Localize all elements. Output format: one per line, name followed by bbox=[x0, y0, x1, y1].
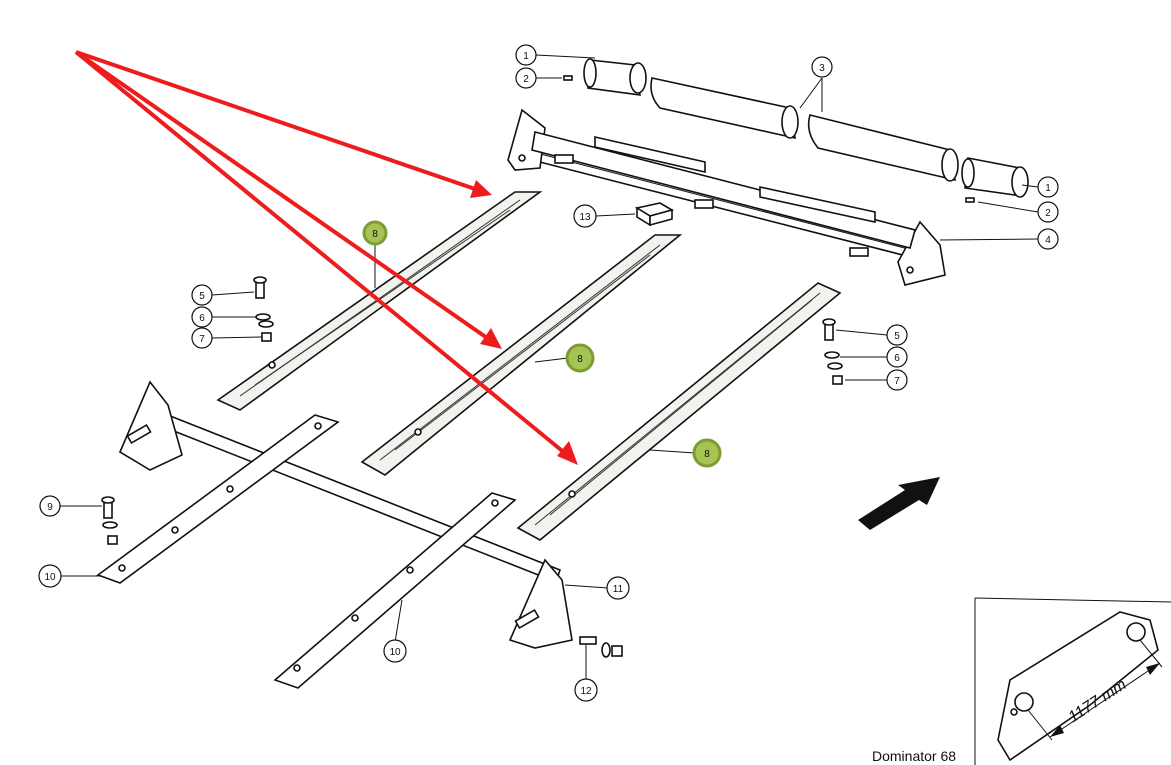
callout-2-right: 2 bbox=[1037, 201, 1059, 223]
red-arrow-1 bbox=[75, 50, 479, 192]
pin-right bbox=[965, 197, 975, 203]
pin-left bbox=[563, 75, 573, 81]
callout-7-right: 7 bbox=[886, 369, 908, 391]
callout-5-right: 5 bbox=[886, 324, 908, 346]
direction-arrow bbox=[858, 477, 940, 530]
callout-label: 3 bbox=[819, 63, 825, 74]
callout-6-right: 6 bbox=[886, 346, 908, 368]
bolt-set-bottom bbox=[579, 636, 623, 658]
callout-1-right: 1 bbox=[1037, 176, 1059, 198]
arrowhead-1 bbox=[470, 180, 492, 198]
half-shell-right bbox=[807, 114, 959, 182]
inset-hole-right bbox=[1126, 622, 1146, 642]
callout-label: 10 bbox=[44, 572, 56, 583]
half-shell-left bbox=[650, 77, 799, 140]
highlighted-callout-8-bottom: 8 bbox=[692, 438, 722, 468]
red-annotation-arrows bbox=[74, 50, 578, 465]
callout-label: 6 bbox=[199, 313, 205, 324]
callout-label: 8 bbox=[372, 229, 378, 240]
callout-label: 5 bbox=[199, 291, 205, 302]
callout-label: 9 bbox=[47, 502, 53, 513]
wood-slat-3 bbox=[516, 282, 842, 541]
bolt-set-right bbox=[822, 318, 843, 385]
red-arrow-2 bbox=[74, 50, 492, 342]
callout-label: 5 bbox=[894, 331, 900, 342]
red-arrow-3 bbox=[74, 50, 568, 456]
tube-frame-assembly bbox=[507, 108, 946, 286]
leader-lines bbox=[60, 54, 1039, 680]
callout-9: 9 bbox=[39, 495, 61, 517]
callout-label: 4 bbox=[1045, 235, 1051, 246]
callout-7-left: 7 bbox=[191, 327, 213, 349]
callout-11: 11 bbox=[606, 576, 630, 600]
callout-label: 10 bbox=[389, 647, 401, 658]
highlighted-callout-8-top: 8 bbox=[362, 220, 388, 246]
callout-5-left: 5 bbox=[191, 284, 213, 306]
callout-label: 8 bbox=[577, 354, 583, 365]
block-13 bbox=[634, 202, 675, 227]
bolt-set-lower-left bbox=[101, 496, 118, 545]
callout-label: 7 bbox=[894, 376, 900, 387]
callout-label: 1 bbox=[523, 51, 529, 62]
callout-label: 7 bbox=[199, 334, 205, 345]
callout-label: 2 bbox=[523, 74, 529, 85]
callout-label: 13 bbox=[579, 212, 591, 223]
sleeve-left bbox=[583, 58, 647, 96]
flat-bar-right bbox=[273, 492, 517, 689]
arrowhead-2 bbox=[480, 328, 502, 349]
wood-slat-2 bbox=[360, 234, 683, 476]
callout-13: 13 bbox=[573, 204, 597, 228]
callout-4: 4 bbox=[1037, 228, 1059, 250]
highlighted-callout-8-middle: 8 bbox=[565, 343, 595, 373]
inset-detail: 1177 mm bbox=[974, 597, 1171, 765]
callout-label: 8 bbox=[704, 449, 710, 460]
callout-1-top: 1 bbox=[515, 44, 537, 66]
model-label: Dominator 68 bbox=[872, 748, 957, 764]
callout-12: 12 bbox=[574, 678, 598, 702]
callout-2-top: 2 bbox=[515, 67, 537, 89]
arrowhead-3 bbox=[557, 441, 578, 465]
sleeve-right bbox=[961, 157, 1029, 198]
callout-3: 3 bbox=[811, 56, 833, 78]
flat-bar-left bbox=[96, 414, 340, 584]
callout-label: 6 bbox=[894, 353, 900, 364]
callout-label: 12 bbox=[580, 686, 592, 697]
callout-10-left: 10 bbox=[38, 564, 62, 588]
callout-10-bottom: 10 bbox=[383, 639, 407, 663]
inset-hole-left bbox=[1014, 692, 1034, 712]
bolt-set-upper-left bbox=[253, 276, 274, 342]
callout-label: 2 bbox=[1045, 208, 1051, 219]
callout-6-left: 6 bbox=[191, 306, 213, 328]
callout-label: 1 bbox=[1045, 183, 1051, 194]
callout-label: 11 bbox=[613, 584, 624, 595]
